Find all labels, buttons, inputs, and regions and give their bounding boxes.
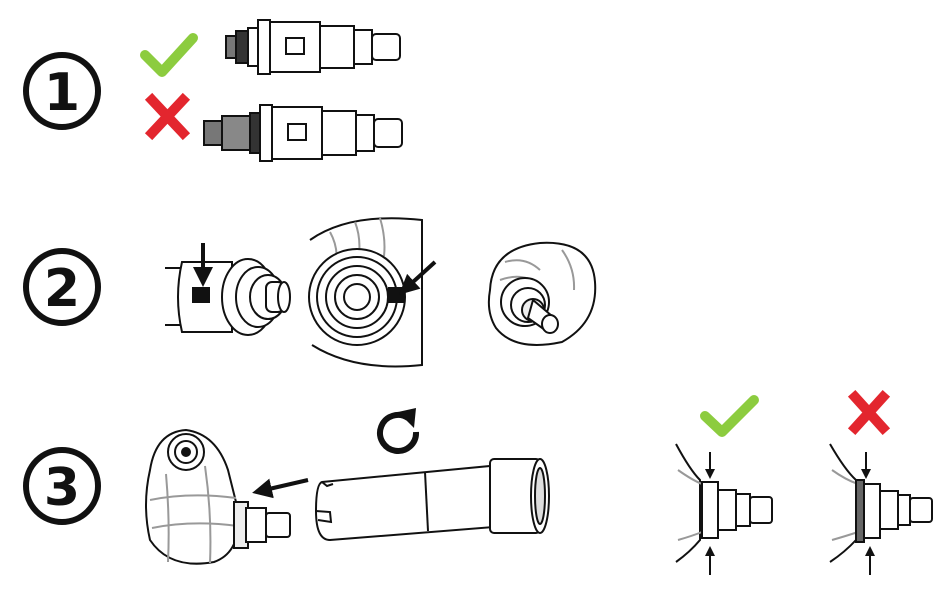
seated-incorrect-illustration (829, 389, 933, 575)
step-3-number-badge: 3 (23, 447, 101, 525)
step-3-number: 3 (44, 458, 80, 518)
cross-mark-icon (847, 389, 891, 436)
check-mark-icon (696, 391, 763, 441)
alignment-arrow-icon (399, 260, 437, 295)
seated-correct-illustration (675, 391, 773, 575)
step-1-number: 1 (44, 63, 80, 123)
port-inserted-illustration (487, 241, 597, 346)
cross-mark-icon (144, 92, 191, 141)
port-front-illustration (308, 217, 423, 368)
insert-arrow-icon (252, 478, 309, 499)
fitting-marker-illustration (165, 258, 291, 336)
fitting-correct-illustration (225, 19, 401, 75)
handset-illustration (145, 428, 291, 565)
step-1: 1 (23, 19, 403, 162)
step-2: 2 (23, 217, 597, 368)
step-2-number-badge: 2 (23, 248, 101, 326)
step-1-number-badge: 1 (23, 52, 101, 130)
step-2-number: 2 (44, 259, 80, 319)
step-3: 3 (23, 389, 933, 575)
fitting-incorrect-illustration (203, 104, 403, 162)
check-mark-icon (136, 29, 202, 81)
rotate-clockwise-icon (377, 408, 420, 454)
wrench-tool-illustration (314, 458, 550, 542)
